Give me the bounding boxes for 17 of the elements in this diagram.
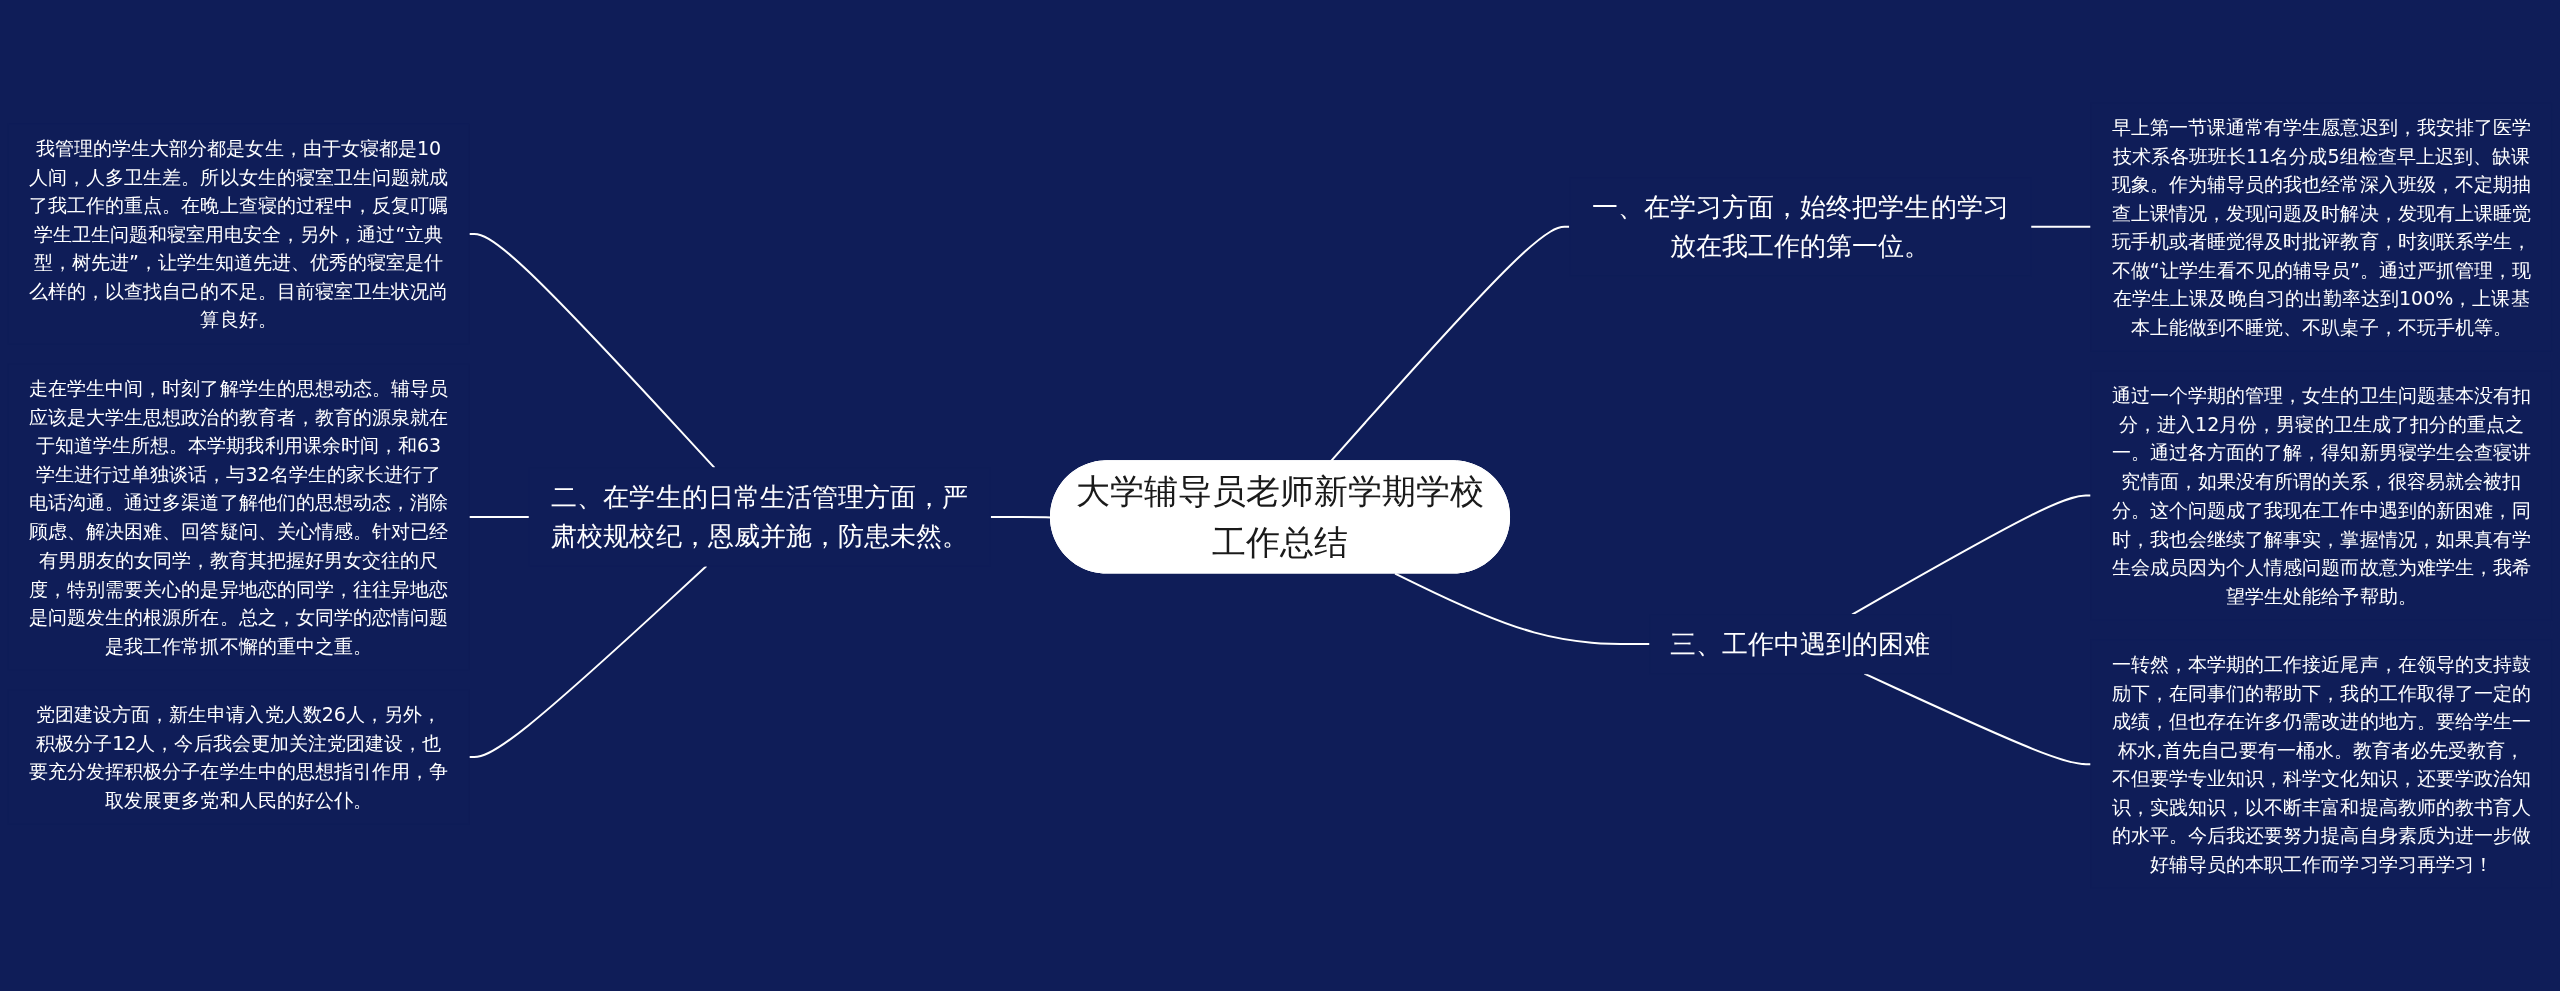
node-text: 我管理的学生大部分都是女生，由于女寝都是10人间，人多卫生差。所以女生的寝室卫生问题就成了我工作的重点。在晚上查寝的过程中，反复叮嘱学生卫生问题和寝室用电安全，另外，通过“立典型，树先进”，让学生知道先进、优秀的寝室是什么样的，以查找自己的不足。目前寝室卫生状况尚算良好。	[29, 137, 449, 331]
connector	[468, 515, 531, 518]
node-text: 党团建设方面，新生申请入党人数26人，另外，积极分子12人，今后我会更加关注党团建设，也要充分发挥积极分子在学生中的思想指引作用，争取发展更多党和人民的好公仆。	[29, 702, 449, 811]
node-text: 走在学生中间，时刻了解学生的思想动态。辅导员应该是大学生思想政治的教育者，教育的源泉就在于知道学生所想。本学期我利用课余时间，和63学生进行过单独谈话，与32名学生的家长进行了电话沟通。通过多渠道了解他们的思想动态，消除顾虑、解决困难、回答疑问、关心情感。针对已经有男朋友的女同学，教育其把握好男女交往的尺度，特别需要关心的是异地恋的同学，往往异地恋是问题发生的根源所在。总之，女同学的恋情问题是我工作常抓不懈的重中之重。	[29, 377, 449, 657]
connector	[1863, 672, 2092, 766]
connector	[1394, 572, 1651, 646]
connector	[468, 565, 708, 758]
connector	[1851, 494, 2092, 616]
node-text: 一转然，本学期的工作接近尾声，在领导的支持鼓励下，在同事们的帮助下，我的工作取得了一定的成绩，但也存在许多仍需改进的地方。要给学生一杯水,首先自己要有一桶水。教育者必先受教育，不但要学专业知识，科学文化知识，还要学政治知识，实践知识，以不断丰富和提高教师的教书育人的水平。今后我还要努力提高自身素质为进一步做好辅导员的本职工作而学习学习再学习！	[2111, 652, 2531, 875]
connector	[989, 515, 1052, 519]
node-text: 一、在学习方面，始终把学生的学习放在我工作的第一位。	[1591, 191, 2009, 261]
node-text: 二、在学生的日常生活管理方面，严肃校规校纪，恩威并施，防患未然。	[551, 481, 969, 552]
node-text: 早上第一节课通常有学生愿意迟到，我安排了医学技术系各班班长11名分成5组检查早上迟到、缺课现象。作为辅导员的我也经常深入班级，不定期抽查上课情况，发现问题及时解决，发现有上课睡觉玩手机或者睡觉得及时批评教育，时刻联系学生，不做“让学生看不见的辅导员”。通过严抓管理，现在学生上课及晚自习的出勤率达到100%，上课基本上能做到不睡觉、不趴桌子，不玩手机等。	[2111, 115, 2532, 338]
connector	[2029, 225, 2092, 228]
node-text: 通过一个学期的管理，女生的卫生问题基本没有扣分，进入12月份，男寝的卫生成了扣分的重点之一。通过各方面的了解，得知新男寝学生会查寝讲究情面，如果没有所谓的关系，很容易就会被扣分。这个问题成了我现在工作中遇到的新困难，同时，我也会继续了解事实，掌握情况，如果真有学生会成员因为个人情感问题而故意为难学生，我希望学生处能给予帮助。	[2111, 384, 2531, 607]
connector	[468, 233, 716, 469]
node-text: 三、工作中遇到的困难	[1669, 628, 1931, 659]
